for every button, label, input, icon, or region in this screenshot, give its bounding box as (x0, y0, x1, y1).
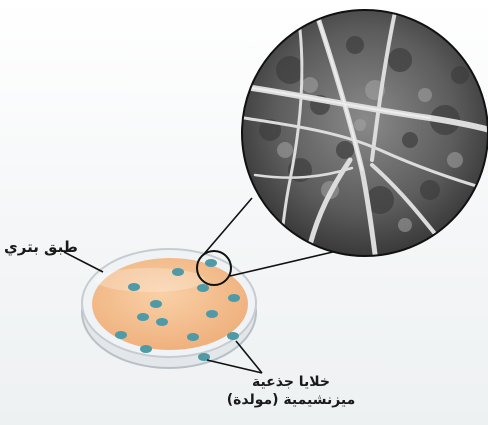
cell (128, 283, 140, 291)
dish-highlight (95, 268, 205, 292)
cell (228, 294, 240, 302)
stem-cells-label: خلايا جذعية ميزنشيمية (مولدة) (202, 373, 380, 409)
cell (115, 331, 127, 339)
cell (205, 259, 217, 267)
stem-cells-label-line1: خلايا جذعية (202, 373, 380, 391)
cell (137, 313, 149, 321)
cell (172, 268, 184, 276)
petri-dish-label: طبق بتري (4, 238, 78, 256)
cell (150, 300, 162, 308)
cell (187, 333, 199, 341)
cell (140, 345, 152, 353)
zoom-line-top (204, 198, 252, 254)
cell (206, 310, 218, 318)
cell (156, 318, 168, 326)
petri-dish (82, 249, 256, 368)
cell (227, 332, 239, 340)
cell (197, 284, 209, 292)
zoom-line-bottom (230, 251, 337, 276)
stem-cells-label-line2: ميزنشيمية (مولدة) (202, 391, 380, 409)
